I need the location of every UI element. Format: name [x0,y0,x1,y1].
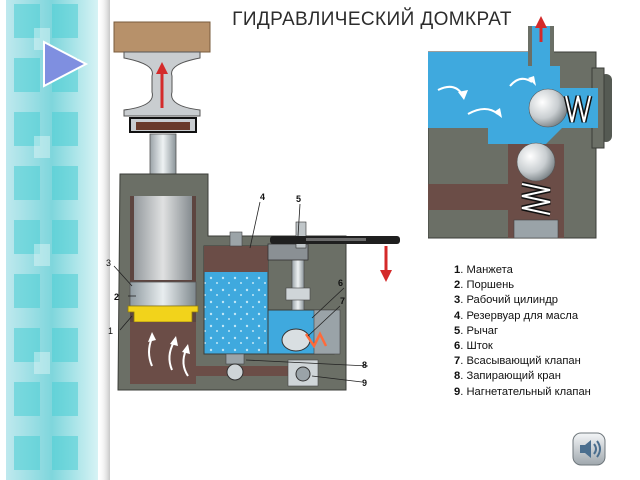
piston [129,281,197,307]
shutoff-valve [225,353,245,381]
callout-3: 3 [106,258,111,268]
discharge-valve [287,359,319,387]
cuff-seal [127,305,199,323]
callout-9: 9 [362,378,367,388]
speaker-icon [580,440,601,458]
legend-item: 8. Запирающий кран [454,370,561,383]
legend-item: 5. Рычаг [454,324,499,337]
legend-item: 1. Манжета [454,264,513,276]
play-triangle-icon [43,40,89,88]
legend-item: 4. Резервуар для масла [454,309,579,322]
detail-ball-vertical [516,142,556,182]
flow-arrows [148,332,190,377]
ram-rod [149,133,177,175]
load-saddle [113,21,211,133]
valve-detail-diagram [428,16,612,239]
decorative-side-strip [6,0,110,480]
callout-2: 2 [114,292,119,302]
legend-item: 2. Поршень [454,279,515,292]
suction-valve [281,328,328,352]
legend-item: 6. Шток [454,340,493,353]
callout-5: 5 [296,194,301,204]
legend-list: 1. Манжета 2. Поршень 3. Рабочий цилиндр… [454,263,591,400]
speaker-button[interactable] [572,432,606,466]
pump-plunger [285,257,311,311]
callout-6: 6 [338,278,343,288]
pump-lever [267,221,400,282]
legend-item: 7. Всасывающий клапан [454,355,581,368]
slide-title: ГИДРАВЛИЧЕСКИЙ ДОМКРАТ [232,9,512,30]
callout-1: 1 [108,326,113,336]
legend-item: 9. Нагнетательный клапан [454,385,591,398]
jack-cutaway-diagram: 3 2 1 4 5 6 7 8 9 [106,21,400,391]
detail-ball-horizontal [528,88,568,128]
callout-8: 8 [362,360,367,370]
callout-7: 7 [340,296,345,306]
legend-item: 3. Рабочий цилиндр [454,294,558,307]
callout-4: 4 [260,192,265,202]
